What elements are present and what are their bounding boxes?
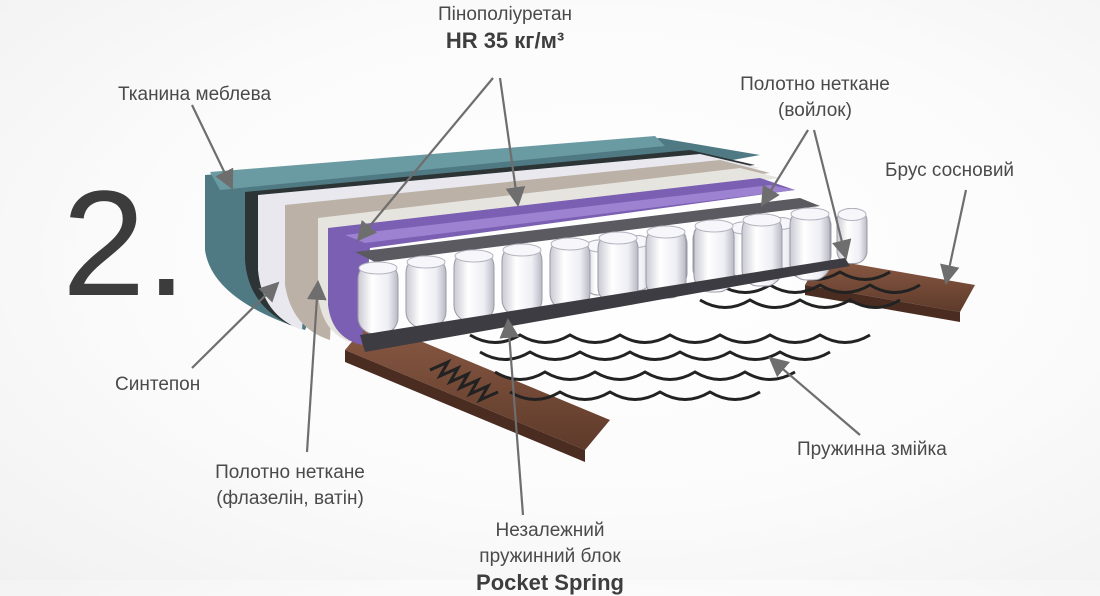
- label-sintepon: Синтепон: [115, 374, 201, 395]
- label-felt: Полотно нетканe (войлок): [715, 72, 915, 124]
- label-felt-name: Полотно нетканe: [740, 74, 890, 95]
- label-spring-snake: Пружинна змійка: [797, 439, 947, 460]
- pocket-spring: [693, 219, 735, 293]
- pocket-spring: [645, 225, 687, 299]
- label-nonwoven: Полотно нетканe (флазелін, ватін): [190, 460, 390, 512]
- label-fabric: Тканина меблева: [118, 84, 272, 105]
- pocket-spring: [549, 237, 591, 311]
- spring-base-plate: [360, 258, 850, 352]
- callout-arrows: [191, 77, 968, 516]
- pine-bars: [345, 258, 975, 462]
- label-foam-density: HR 35 кг/м³: [445, 28, 565, 53]
- label-nonwoven-name: Полотно нетканe: [215, 462, 365, 483]
- pocket-spring: [501, 243, 543, 317]
- label-foam-name: Пінополіуретан: [437, 4, 573, 25]
- pocket-spring: [357, 261, 399, 335]
- mattress-layers: [205, 136, 820, 345]
- mattress-diagram: [191, 77, 975, 516]
- label-pocket-line1: Незалежний: [495, 520, 605, 541]
- label-pocket-block: Незалежний пружинний блок Pocket Spring: [440, 518, 660, 596]
- pocket-spring: [405, 255, 447, 329]
- label-foam: Пінополіуретан HR 35 кг/м³: [395, 2, 615, 54]
- pocket-spring: [741, 213, 783, 287]
- label-nonwoven-type: (флазелін, ватін): [216, 488, 364, 509]
- label-pine-bar: Брус сосновий: [885, 160, 1015, 181]
- label-pocket-line2: пружинний блок: [479, 546, 621, 567]
- diagram-number: 2.: [62, 159, 188, 327]
- pocket-spring: [453, 249, 495, 323]
- label-felt-type: (войлок): [778, 100, 852, 121]
- label-pocket-line3: Pocket Spring: [476, 570, 624, 595]
